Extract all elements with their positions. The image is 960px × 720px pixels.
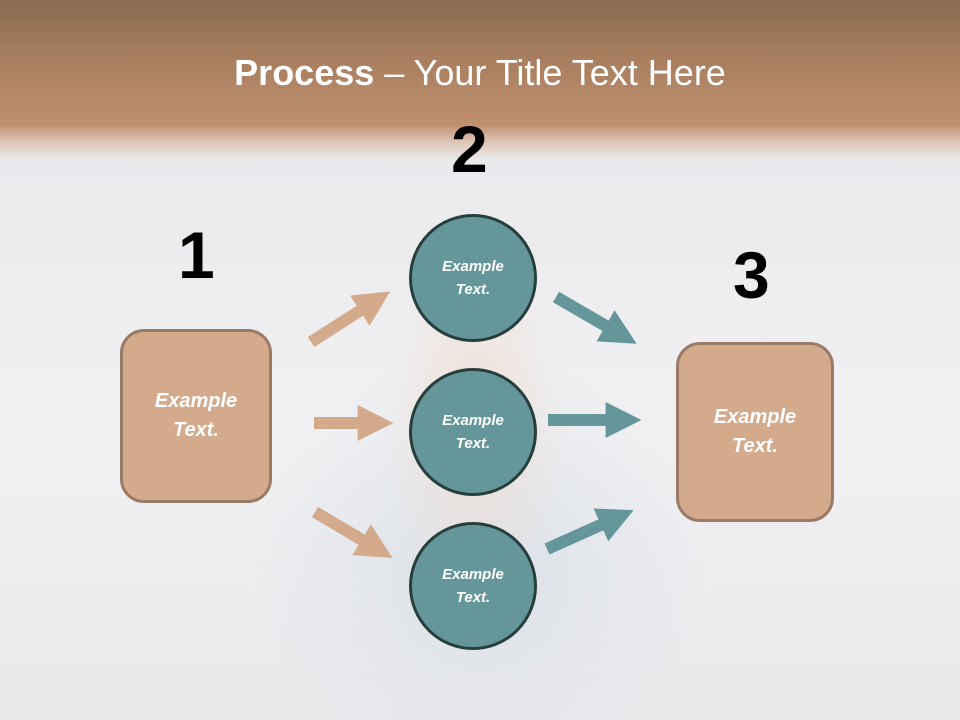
title-band [0,0,960,160]
circle-middle-text: Example Text. [442,412,504,452]
title-bold: Process [234,52,375,93]
step-number-2: 2 [451,112,488,186]
circle-top-text: Example Text. [442,258,504,298]
step-3-text: Example Text. [713,406,797,457]
slide-title: Process – Your Title Text Here [0,52,960,94]
step-number-3: 3 [733,238,770,312]
circle-bottom-text: Example Text. [442,566,504,606]
title-rest: – Your Title Text Here [374,52,726,93]
step-3-box: Example Text. [676,342,834,522]
step-2-circle-top: Example Text. [409,214,537,342]
step-1-text: Example Text. [154,390,238,441]
arrow-right-icon [307,291,642,559]
step-number-1: 1 [178,218,215,292]
step-2-circle-middle: Example Text. [409,368,537,496]
step-2-circle-bottom: Example Text. [409,522,537,650]
step-1-box: Example Text. [120,329,272,503]
